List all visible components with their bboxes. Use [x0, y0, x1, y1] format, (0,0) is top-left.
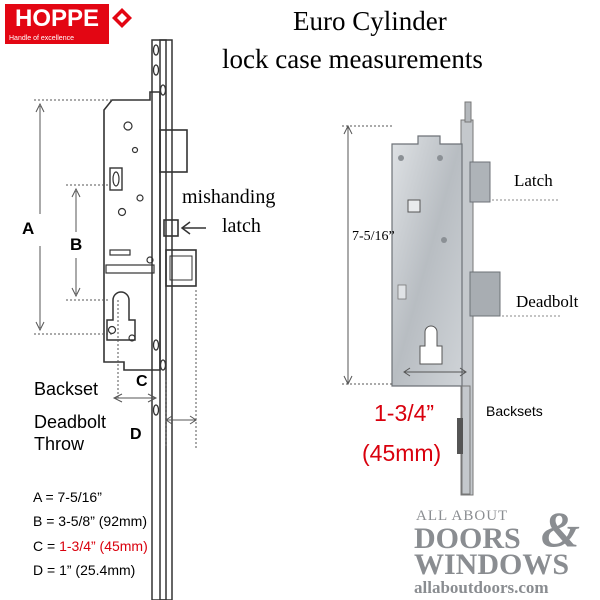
dimension-d-label: D — [130, 426, 142, 443]
dimension-c-label: C — [136, 373, 148, 390]
hoppe-logo: HOPPE Handle of excellence — [5, 4, 132, 44]
deadbolt-throw-label-line2: Throw — [34, 434, 85, 454]
legend-a: A = 7-5/16” — [33, 489, 102, 505]
height-label: 7-5/16” — [352, 229, 395, 244]
mishanding-label-line2: latch — [222, 215, 261, 237]
backset-label: Backset — [34, 379, 99, 399]
title-line-2: lock case measurements — [222, 44, 483, 74]
deadbolt-throw-label-line1: Deadbolt — [34, 412, 107, 432]
deadbolt-label: Deadbolt — [516, 292, 579, 311]
brand-ampersand: & — [541, 501, 580, 557]
latch-label: Latch — [514, 171, 553, 190]
backset-mm: (45mm) — [362, 440, 442, 466]
dimension-b-label: B — [70, 235, 83, 254]
legend-c-prefix: C = — [33, 538, 60, 554]
dimension-a-label: A — [22, 219, 35, 238]
backset-value: 1-3/4” — [374, 400, 435, 426]
hoppe-emblem-icon — [112, 8, 132, 28]
legend-c: C = 1-3/4” (45mm) — [33, 538, 148, 554]
legend-c-value: 1-3/4” (45mm) — [59, 538, 148, 554]
legend-d: D = 1” (25.4mm) — [33, 562, 136, 578]
brand-line-1: ALL ABOUT — [416, 508, 509, 524]
mishanding-label-line1: mishanding — [182, 186, 276, 208]
brand-line-3: WINDOWS — [414, 548, 570, 581]
logo-tagline: Handle of excellence — [5, 34, 109, 44]
title-line-1: Euro Cylinder — [293, 6, 447, 36]
backsets-label: Backsets — [486, 403, 543, 419]
brand-line-2: DOORS — [414, 522, 521, 555]
logo-wordmark: HOPPE — [5, 4, 109, 34]
brand-url: allaboutdoors.com — [414, 578, 549, 597]
legend-b: B = 3-5/8” (92mm) — [33, 513, 147, 529]
